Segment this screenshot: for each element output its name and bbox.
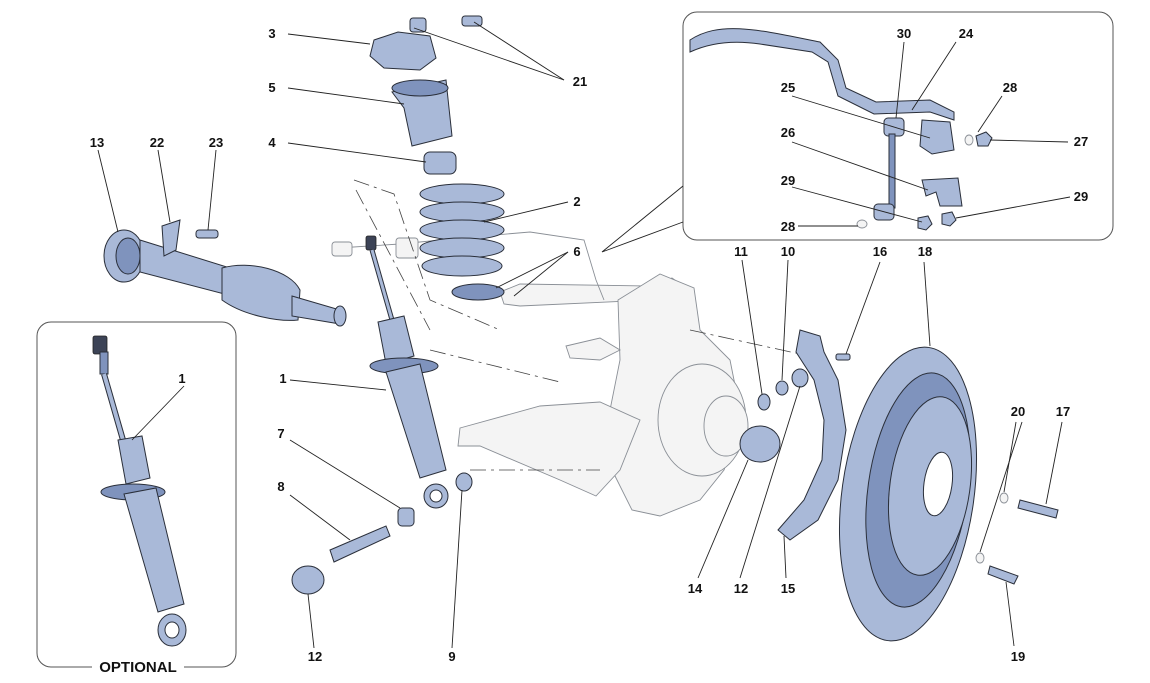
callout-22: 22 xyxy=(150,135,164,150)
optional-inset: OPTIONAL xyxy=(36,321,237,676)
callout-4: 4 xyxy=(268,135,276,150)
brake-dust-shield xyxy=(777,329,847,541)
leader-lines xyxy=(97,21,1071,649)
callout-15: 15 xyxy=(781,581,795,596)
hub-nut xyxy=(739,425,781,463)
callout-30: 30 xyxy=(897,26,911,41)
callout-1a: 1 xyxy=(279,371,286,386)
callout-3: 3 xyxy=(268,26,275,41)
optional-label: OPTIONAL xyxy=(99,659,177,676)
stabilizer-bar-inset xyxy=(682,11,1114,241)
washer xyxy=(455,472,473,492)
coil-spring xyxy=(419,183,505,301)
bolt xyxy=(329,525,391,563)
callout-11: 11 xyxy=(734,244,748,259)
callout-23: 23 xyxy=(209,135,223,150)
callout-12b: 12 xyxy=(734,581,748,596)
callout-26: 26 xyxy=(781,125,795,140)
callout-29b: 29 xyxy=(1074,189,1088,204)
bolt xyxy=(1017,499,1059,519)
callout-27: 27 xyxy=(1074,134,1088,149)
callout-1b: 1 xyxy=(178,371,185,386)
washer xyxy=(757,393,771,411)
top-mount xyxy=(369,15,483,71)
callout-5: 5 xyxy=(268,80,275,95)
callout-13: 13 xyxy=(90,135,104,150)
seal xyxy=(791,368,809,388)
callout-18: 18 xyxy=(918,244,932,259)
callout-9: 9 xyxy=(448,649,455,664)
shock-absorber xyxy=(365,235,449,509)
callout-12a: 12 xyxy=(308,649,322,664)
callout-28a: 28 xyxy=(1003,80,1017,95)
washer xyxy=(775,380,789,396)
suspension-frame-ghost xyxy=(331,231,749,517)
callout-19: 19 xyxy=(1011,649,1025,664)
callout-17: 17 xyxy=(1056,404,1070,419)
callout-10: 10 xyxy=(781,244,795,259)
optional-shock-absorber xyxy=(92,335,187,647)
callout-6: 6 xyxy=(573,244,580,259)
brake-disc xyxy=(838,346,978,642)
callout-24: 24 xyxy=(959,26,974,41)
callout-21: 21 xyxy=(573,74,587,89)
drive-shaft xyxy=(103,219,347,327)
bushing xyxy=(397,507,415,527)
spring-seat-upper xyxy=(391,79,453,147)
callout-16: 16 xyxy=(873,244,887,259)
callout-numbers: 3 21 5 4 2 6 13 22 23 1 1 7 8 12 9 11 10… xyxy=(90,26,1088,664)
callout-20: 20 xyxy=(1011,404,1025,419)
callout-14: 14 xyxy=(688,581,703,596)
bolt xyxy=(987,565,1019,585)
callout-2: 2 xyxy=(573,194,580,209)
callout-28b: 28 xyxy=(781,219,795,234)
callout-8: 8 xyxy=(277,479,284,494)
cap xyxy=(291,565,325,595)
callout-25: 25 xyxy=(781,80,795,95)
callout-7: 7 xyxy=(277,426,284,441)
bump-stop xyxy=(423,151,457,175)
callout-29a: 29 xyxy=(781,173,795,188)
